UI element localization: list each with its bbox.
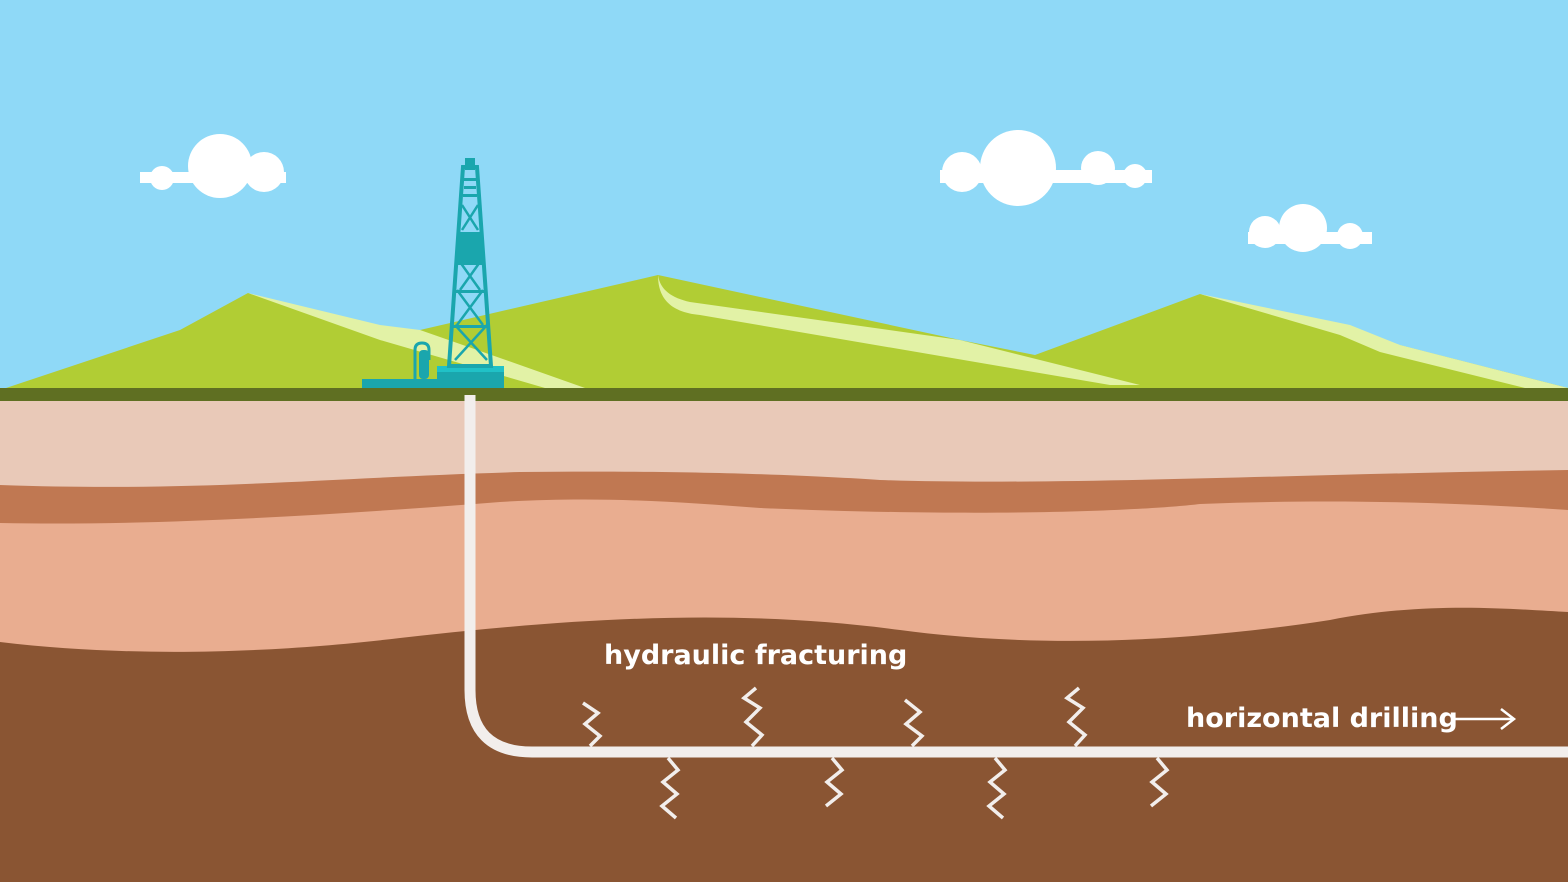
soil-deep-layer [0, 607, 1568, 882]
hill-highlight-center [658, 275, 1140, 385]
hill-highlight-left [248, 293, 585, 388]
fracture-down-2 [824, 756, 845, 808]
zigzag-fracture-icon [582, 686, 1170, 820]
fracture-up-2 [741, 686, 765, 748]
ground-line [0, 388, 1568, 401]
fracture-up-3 [903, 698, 925, 748]
hydraulic-fracturing-label: hydraulic fracturing [604, 640, 907, 671]
fracture-down-3 [986, 756, 1008, 820]
rig-lattice [454, 204, 488, 361]
rig-platform-low [362, 379, 442, 388]
fracture-down-4 [1149, 756, 1170, 808]
horizontal-drilling-label: horizontal drilling [1186, 703, 1458, 734]
well-pipe [464, 395, 1568, 758]
hill-highlight-right [1200, 294, 1568, 388]
arrow-right-icon [1455, 708, 1517, 730]
cloud-right [1248, 204, 1372, 252]
soil-layers [0, 401, 1568, 882]
hills [0, 275, 1568, 390]
drilling-rig-icon [362, 158, 504, 388]
rig-base-top [437, 366, 504, 372]
cloud-center-right [940, 130, 1152, 206]
fracture-down-1 [659, 756, 681, 820]
rig-pipe-loop [413, 341, 431, 379]
fracture-up-4 [1064, 686, 1088, 748]
rig-drawworks [457, 232, 483, 262]
cloud-left [140, 134, 286, 198]
rig-tank [419, 350, 429, 379]
rig-crown [465, 158, 475, 170]
fracture-up-1 [582, 701, 603, 748]
